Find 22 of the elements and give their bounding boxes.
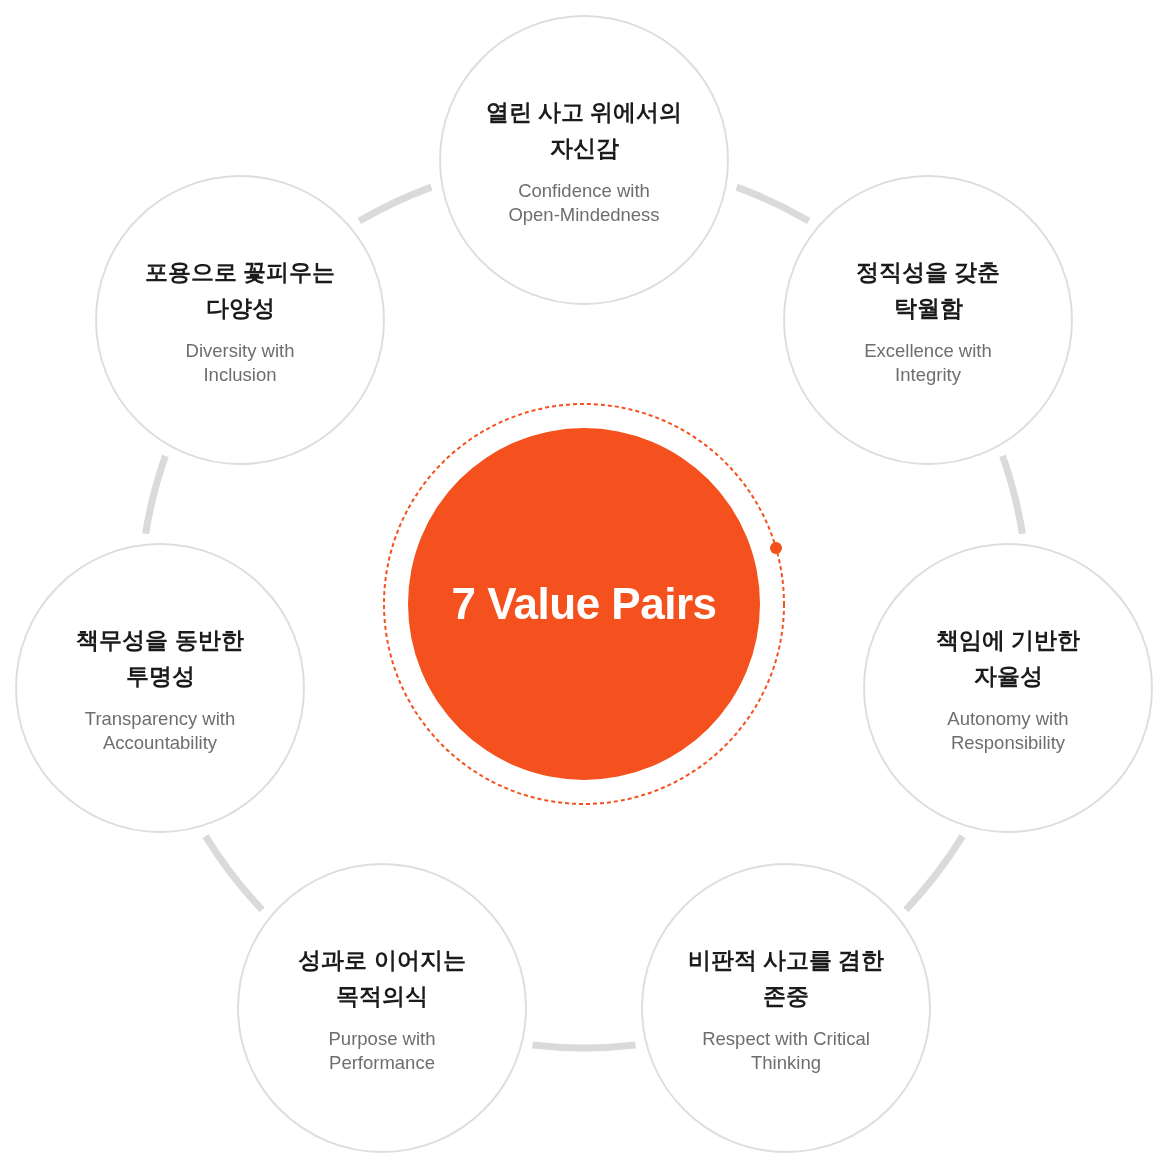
circle-subtitle: Confidence with Open-Mindedness	[507, 178, 661, 227]
circle-subtitle: Purpose with Performance	[327, 1026, 437, 1075]
circle-subtitle: Respect with Critical Thinking	[701, 1026, 871, 1075]
circle-heading: 열린 사고 위에서의 자신감	[484, 97, 684, 163]
circle-subtitle: Autonomy with Responsibility	[946, 706, 1070, 755]
circle-heading: 책무성을 동반한 투명성	[75, 625, 245, 691]
circle-heading: 비판적 사고를 겸한 존중	[686, 945, 886, 1011]
circle-heading: 책임에 기반한 자율성	[934, 625, 1082, 691]
circle-subtitle: Transparency with Accountability	[83, 706, 237, 755]
connector-arc	[735, 183, 811, 225]
connector-arc	[532, 1041, 636, 1052]
connector-arc	[357, 183, 433, 225]
center-title: 7 Value Pairs	[451, 578, 717, 630]
connector-arc	[142, 454, 169, 535]
circle-subtitle: Excellence with Integrity	[863, 338, 993, 387]
circle-subtitle: Diversity with Inclusion	[184, 338, 296, 387]
connector-arc	[903, 834, 966, 913]
connector-arc	[999, 454, 1026, 535]
circle-heading: 포용으로 꽃피우는 다양성	[143, 257, 337, 323]
circle-heading: 정직성을 갖춘 탁월함	[854, 257, 1002, 323]
circle-heading: 성과로 이어지는 목적의식	[297, 945, 467, 1011]
connector-arc	[202, 834, 265, 913]
